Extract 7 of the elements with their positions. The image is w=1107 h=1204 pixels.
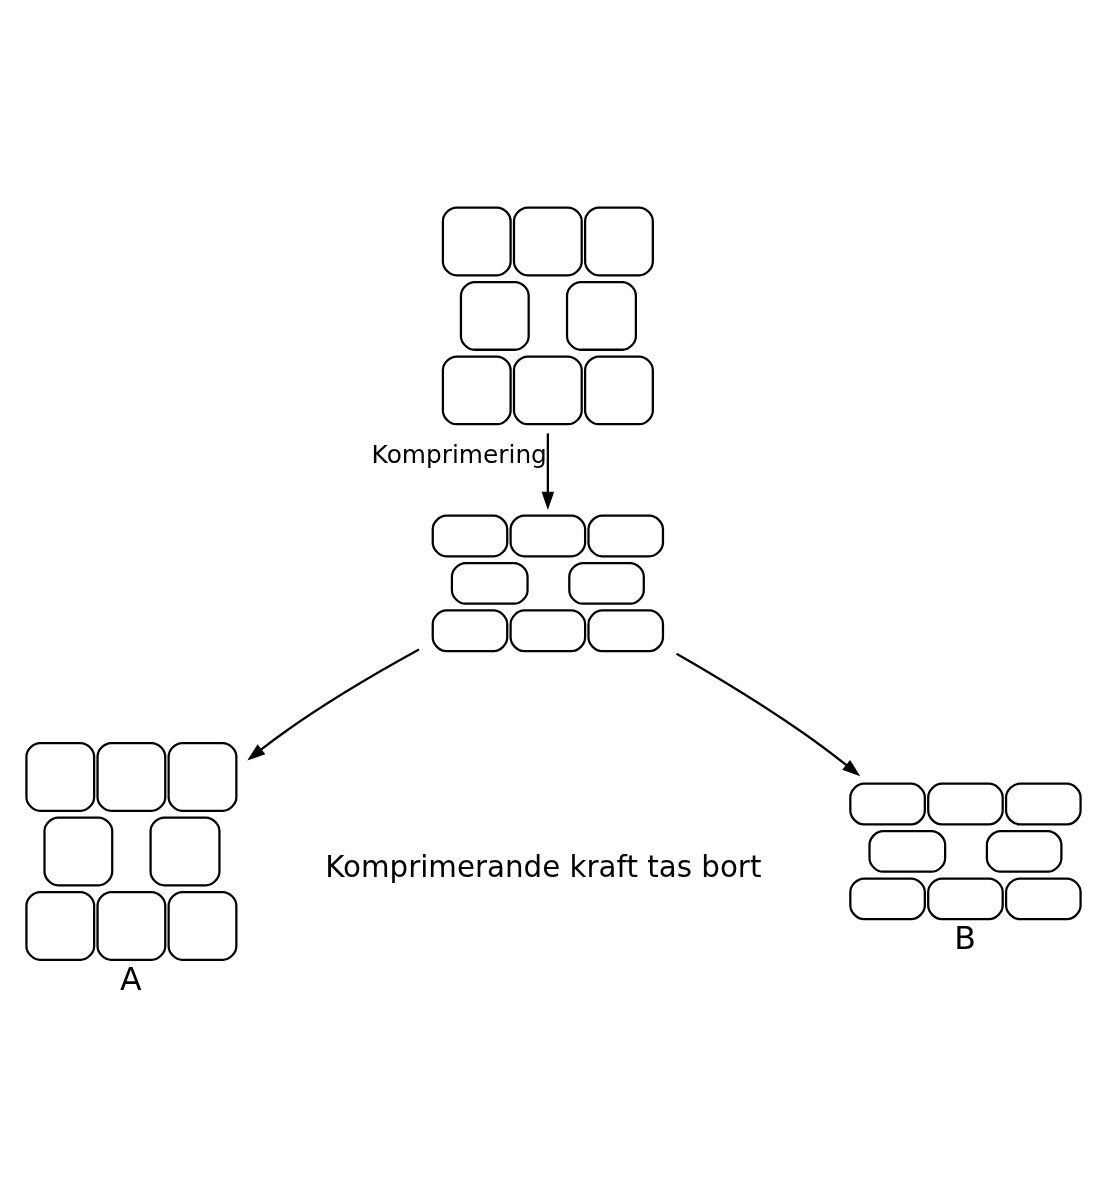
node-label: B — [954, 919, 976, 956]
arrow — [541, 433, 555, 510]
arrow — [676, 652, 861, 777]
arrow — [247, 648, 420, 761]
node-label: A — [120, 960, 142, 997]
edge-label: Komprimering — [371, 439, 547, 469]
label: Komprimerande kraft tas bort — [325, 849, 762, 884]
